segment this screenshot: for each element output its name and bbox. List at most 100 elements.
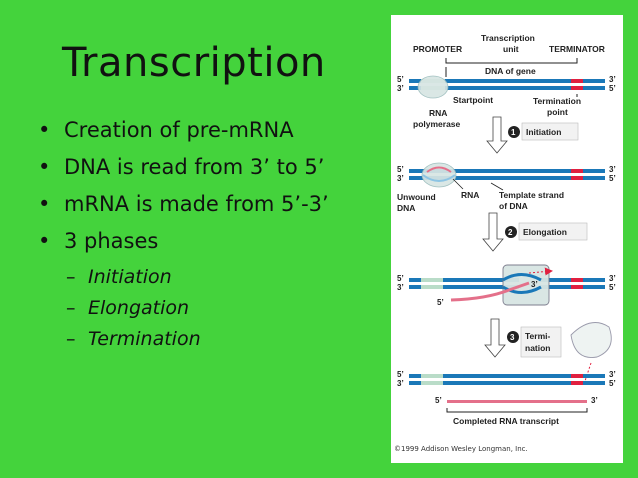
terminator-region-bottom bbox=[571, 86, 583, 90]
five-prime-label: 5’ bbox=[397, 274, 404, 283]
rna-bracket bbox=[446, 408, 588, 413]
dash-icon: – bbox=[66, 328, 76, 350]
five-prime-label: 5’ bbox=[397, 370, 404, 379]
promoter-region-bottom bbox=[421, 285, 443, 289]
rna-polymerase-label: RNA bbox=[429, 108, 447, 118]
rna-strand bbox=[450, 281, 530, 302]
step-label: Termi- bbox=[525, 331, 551, 341]
unit-bracket bbox=[445, 58, 578, 64]
step-arrow-icon bbox=[486, 116, 508, 154]
template-strand-label: Template strand bbox=[499, 190, 564, 200]
sub-bullet-item: –Initiation bbox=[36, 266, 396, 297]
bullet-item: • 3 phases bbox=[36, 229, 396, 266]
completed-rna-label: Completed RNA transcript bbox=[453, 416, 559, 426]
terminator-region bbox=[571, 79, 583, 83]
dna-bottom-strand bbox=[409, 285, 519, 289]
rna-polymerase-label-2: polymerase bbox=[413, 119, 461, 129]
bullet-text: 3 phases bbox=[64, 229, 159, 253]
step-number: 2 bbox=[508, 228, 513, 237]
termination-point-label: Termination bbox=[533, 96, 581, 106]
transcription-diagram: PROMOTER Transcription unit TERMINATOR D… bbox=[397, 33, 616, 426]
five-prime-label: 5’ bbox=[435, 396, 442, 405]
bullet-list: • Creation of pre-mRNA • DNA is read from … bbox=[36, 118, 396, 359]
dna-bottom-strand bbox=[409, 381, 605, 385]
rna-polymerase-shape bbox=[417, 75, 449, 99]
template-pointer bbox=[490, 182, 504, 191]
dna-top-strand bbox=[409, 278, 519, 282]
sub-bullet-item: –Termination bbox=[36, 328, 396, 359]
terminator-region-bottom bbox=[571, 176, 583, 180]
dna-top-strand bbox=[409, 374, 605, 378]
unwound-dna-strand bbox=[502, 285, 542, 294]
rna-strand bbox=[426, 166, 452, 173]
five-prime-label: 5’ bbox=[609, 84, 616, 93]
step-label-2: nation bbox=[525, 343, 551, 353]
unwound-dna-strand bbox=[502, 273, 542, 282]
step-arrow-icon bbox=[482, 212, 504, 252]
step-label: Elongation bbox=[523, 227, 567, 237]
five-prime-label: 5’ bbox=[437, 298, 444, 307]
rna-pointer bbox=[452, 178, 464, 190]
sub-bullet-text: Termination bbox=[88, 328, 201, 350]
three-prime-label: 3’ bbox=[397, 174, 404, 183]
dna-bottom-strand bbox=[409, 86, 605, 90]
step-arrow-icon bbox=[484, 318, 506, 358]
bullet-item: • Creation of pre-mRNA bbox=[36, 118, 396, 155]
three-prime-label: 3’ bbox=[609, 165, 616, 174]
terminator-label: TERMINATOR bbox=[549, 44, 605, 54]
unwound-dna-label-2: DNA bbox=[397, 203, 415, 213]
step-label: Initiation bbox=[526, 127, 561, 137]
bullet-dot-icon: • bbox=[38, 229, 51, 253]
bullet-item: • DNA is read from 3’ to 5’ bbox=[36, 155, 396, 192]
dna-top-strand bbox=[409, 79, 605, 83]
bullet-text: mRNA is made from 5’-3’ bbox=[64, 192, 329, 216]
template-strand-label-2: of DNA bbox=[499, 201, 528, 211]
three-prime-label: 3’ bbox=[609, 274, 616, 283]
five-prime-label: 5’ bbox=[397, 165, 404, 174]
sub-bullet-item: –Elongation bbox=[36, 297, 396, 328]
bullet-text: Creation of pre-mRNA bbox=[64, 118, 294, 142]
step-number-badge bbox=[507, 331, 519, 343]
dna-of-gene-label: DNA of gene bbox=[485, 66, 536, 76]
unwound-dna-label: Unwound bbox=[397, 192, 436, 202]
sub-bullet-text: Initiation bbox=[88, 266, 172, 288]
five-prime-label: 5’ bbox=[609, 379, 616, 388]
rna-label: RNA bbox=[461, 190, 479, 200]
dash-icon: – bbox=[66, 266, 76, 288]
step-number: 1 bbox=[511, 128, 516, 137]
step-label-box bbox=[521, 122, 579, 141]
three-prime-label: 3’ bbox=[591, 396, 598, 405]
three-prime-label: 3’ bbox=[609, 75, 616, 84]
step-number-badge bbox=[508, 126, 520, 138]
five-prime-label: 5’ bbox=[609, 174, 616, 183]
bullet-dot-icon: • bbox=[38, 192, 51, 216]
five-prime-label: 5’ bbox=[609, 283, 616, 292]
terminator-region-bottom bbox=[571, 285, 583, 289]
transcription-unit-label: Transcription bbox=[481, 33, 535, 43]
three-prime-label: 3’ bbox=[397, 283, 404, 292]
transcription-figure: PROMOTER Transcription unit TERMINATOR D… bbox=[391, 15, 623, 463]
step-number: 3 bbox=[510, 333, 515, 342]
released-polymerase-shape bbox=[570, 322, 612, 358]
three-prime-label: 3’ bbox=[397, 379, 404, 388]
slide-title: Transcription bbox=[62, 40, 326, 86]
bullet-text: DNA is read from 3’ to 5’ bbox=[64, 155, 325, 179]
release-arrow-icon bbox=[584, 362, 592, 382]
sub-bullet-text: Elongation bbox=[88, 297, 190, 319]
transcription-unit-label-2: unit bbox=[503, 44, 519, 54]
five-prime-label: 5’ bbox=[397, 75, 404, 84]
unwound-dna-strand bbox=[422, 174, 456, 182]
step-number-badge bbox=[505, 226, 517, 238]
bullet-item: • mRNA is made from 5’-3’ bbox=[36, 192, 396, 229]
terminator-region bbox=[571, 374, 583, 378]
bullet-dot-icon: • bbox=[38, 118, 51, 142]
promoter-region-bottom bbox=[421, 381, 443, 385]
three-prime-label: 3’ bbox=[609, 370, 616, 379]
terminator-region bbox=[571, 169, 583, 173]
step-label-box bbox=[520, 326, 562, 358]
terminator-region-bottom bbox=[571, 381, 583, 385]
dna-top-strand bbox=[409, 169, 605, 173]
completed-rna-strand bbox=[447, 400, 587, 403]
promoter-region bbox=[421, 278, 443, 282]
bullet-dot-icon: • bbox=[38, 155, 51, 179]
